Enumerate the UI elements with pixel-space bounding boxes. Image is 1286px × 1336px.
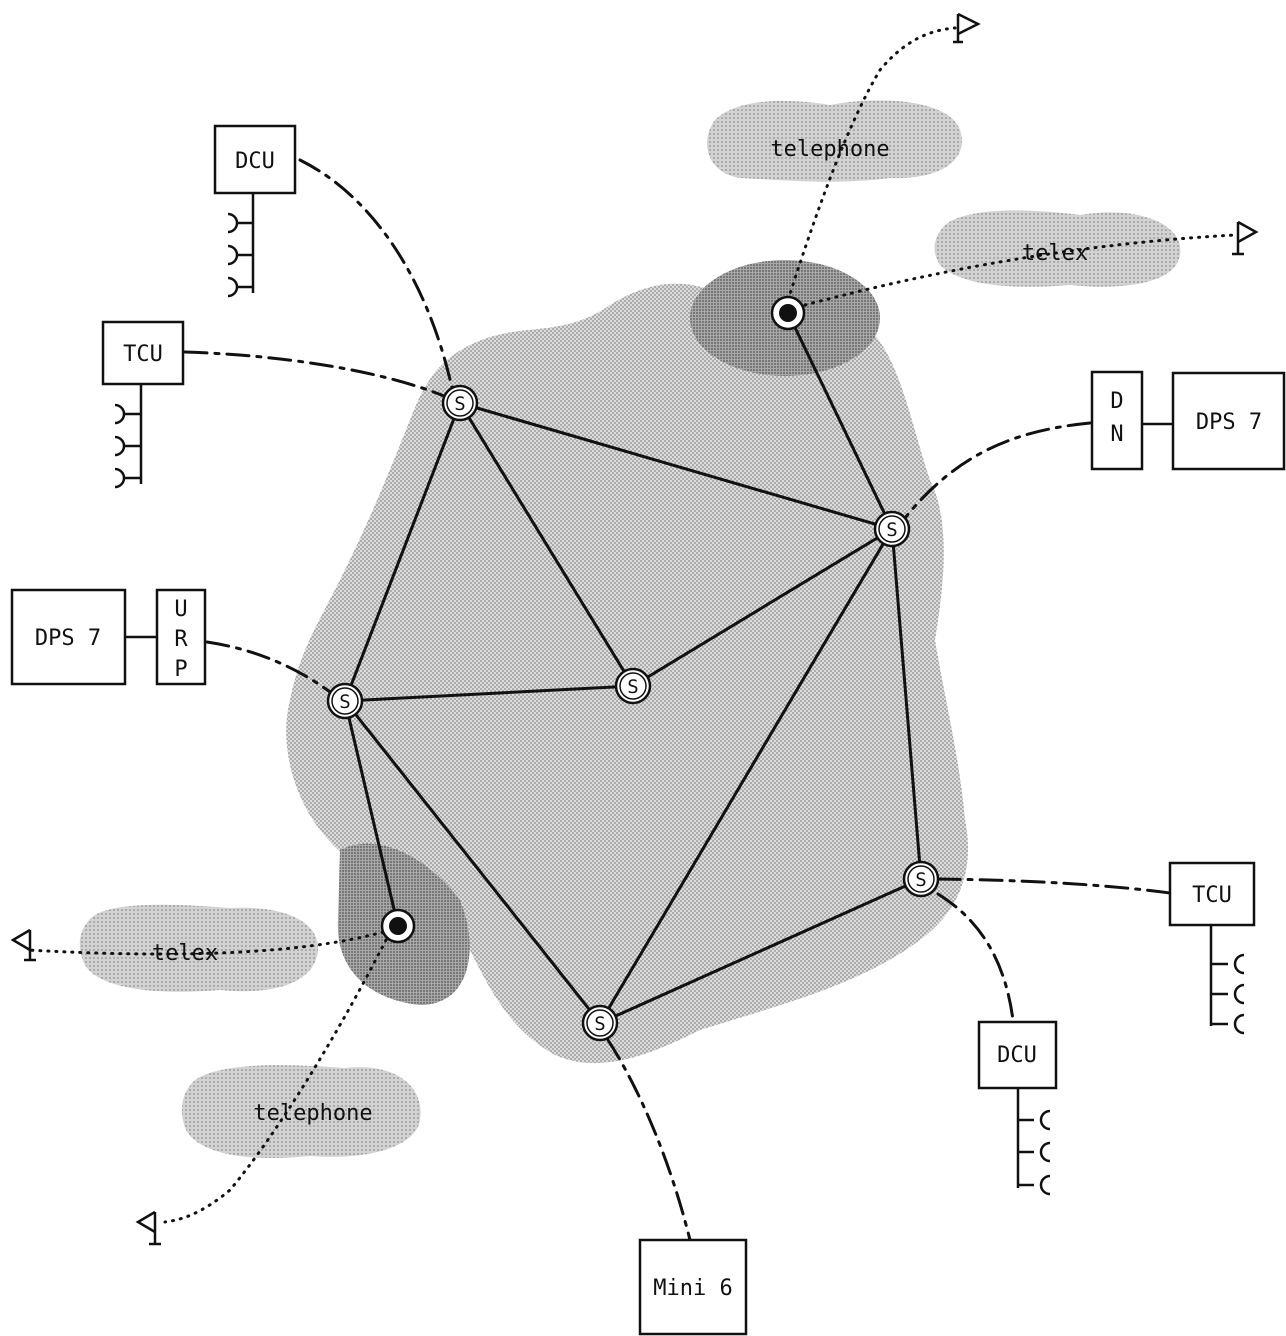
cloud-telex-left bbox=[79, 904, 319, 992]
telex-top-label: telex bbox=[1022, 241, 1088, 266]
mini6-node: Mini 6 bbox=[638, 1238, 748, 1336]
dps7-left-label: DPS 7 bbox=[35, 626, 101, 651]
cloud-telex-top bbox=[934, 210, 1181, 287]
dn-label-d: D bbox=[1110, 389, 1123, 414]
switch-label: S bbox=[886, 519, 897, 541]
switch-label: S bbox=[594, 1013, 605, 1035]
dcu-bottom-label: DCU bbox=[997, 1043, 1037, 1068]
switch-label: S bbox=[915, 869, 926, 891]
tcu-right-node: TCU bbox=[1168, 861, 1256, 1035]
terminal-icon bbox=[1211, 953, 1245, 1035]
switch-label: S bbox=[454, 393, 465, 415]
cloud-telephone-bottom bbox=[181, 1065, 421, 1159]
cloud-telephone-top bbox=[707, 100, 962, 182]
tcu-left-node: TCU bbox=[101, 320, 185, 489]
tcu-left-label: TCU bbox=[123, 342, 163, 367]
dcu-bottom-node: DCU bbox=[977, 1020, 1058, 1196]
terminal-icon bbox=[1018, 1109, 1051, 1196]
switch-node: S bbox=[902, 860, 940, 898]
dcu-top-node: DCU bbox=[213, 124, 297, 298]
dn-label-n: N bbox=[1110, 422, 1123, 447]
switch-node: S bbox=[441, 384, 479, 422]
telephone-terminal-icon-bottom bbox=[135, 1210, 161, 1246]
telex-terminal-icon-left bbox=[10, 928, 36, 962]
urp-label-p: P bbox=[174, 657, 187, 682]
telephone-top-label: telephone bbox=[770, 137, 889, 162]
telex-terminal-icon-top bbox=[1232, 220, 1259, 256]
telephone-terminal-icon-top bbox=[953, 12, 981, 44]
access-lines bbox=[183, 158, 1172, 1242]
dps7-left-node: DPS 7 U R P bbox=[10, 588, 207, 686]
dps7-right-label: DPS 7 bbox=[1196, 410, 1262, 435]
gateway-node-bottom bbox=[380, 908, 416, 944]
mini6-label: Mini 6 bbox=[653, 1276, 732, 1301]
gateway-node-top bbox=[770, 295, 806, 331]
switch-node: S bbox=[326, 682, 364, 720]
dcu-top-label: DCU bbox=[235, 149, 275, 174]
switch-node: S bbox=[614, 667, 652, 705]
dps7-right-node: D N DPS 7 bbox=[1090, 370, 1286, 471]
switch-label: S bbox=[339, 691, 350, 713]
telephone-bottom-label: telephone bbox=[253, 1101, 372, 1126]
trunk-lines bbox=[343, 311, 923, 1025]
urp-label-u: U bbox=[174, 597, 187, 622]
external-lines bbox=[26, 26, 1237, 1224]
tcu-right-label: TCU bbox=[1192, 883, 1232, 908]
terminal-icon bbox=[227, 212, 253, 298]
switch-node: S bbox=[873, 510, 911, 548]
switch-label: S bbox=[627, 676, 638, 698]
switch-node: S bbox=[581, 1004, 619, 1042]
urp-label-r: R bbox=[174, 627, 188, 652]
telex-left-label: telex bbox=[152, 941, 218, 966]
terminal-icon bbox=[114, 403, 141, 489]
